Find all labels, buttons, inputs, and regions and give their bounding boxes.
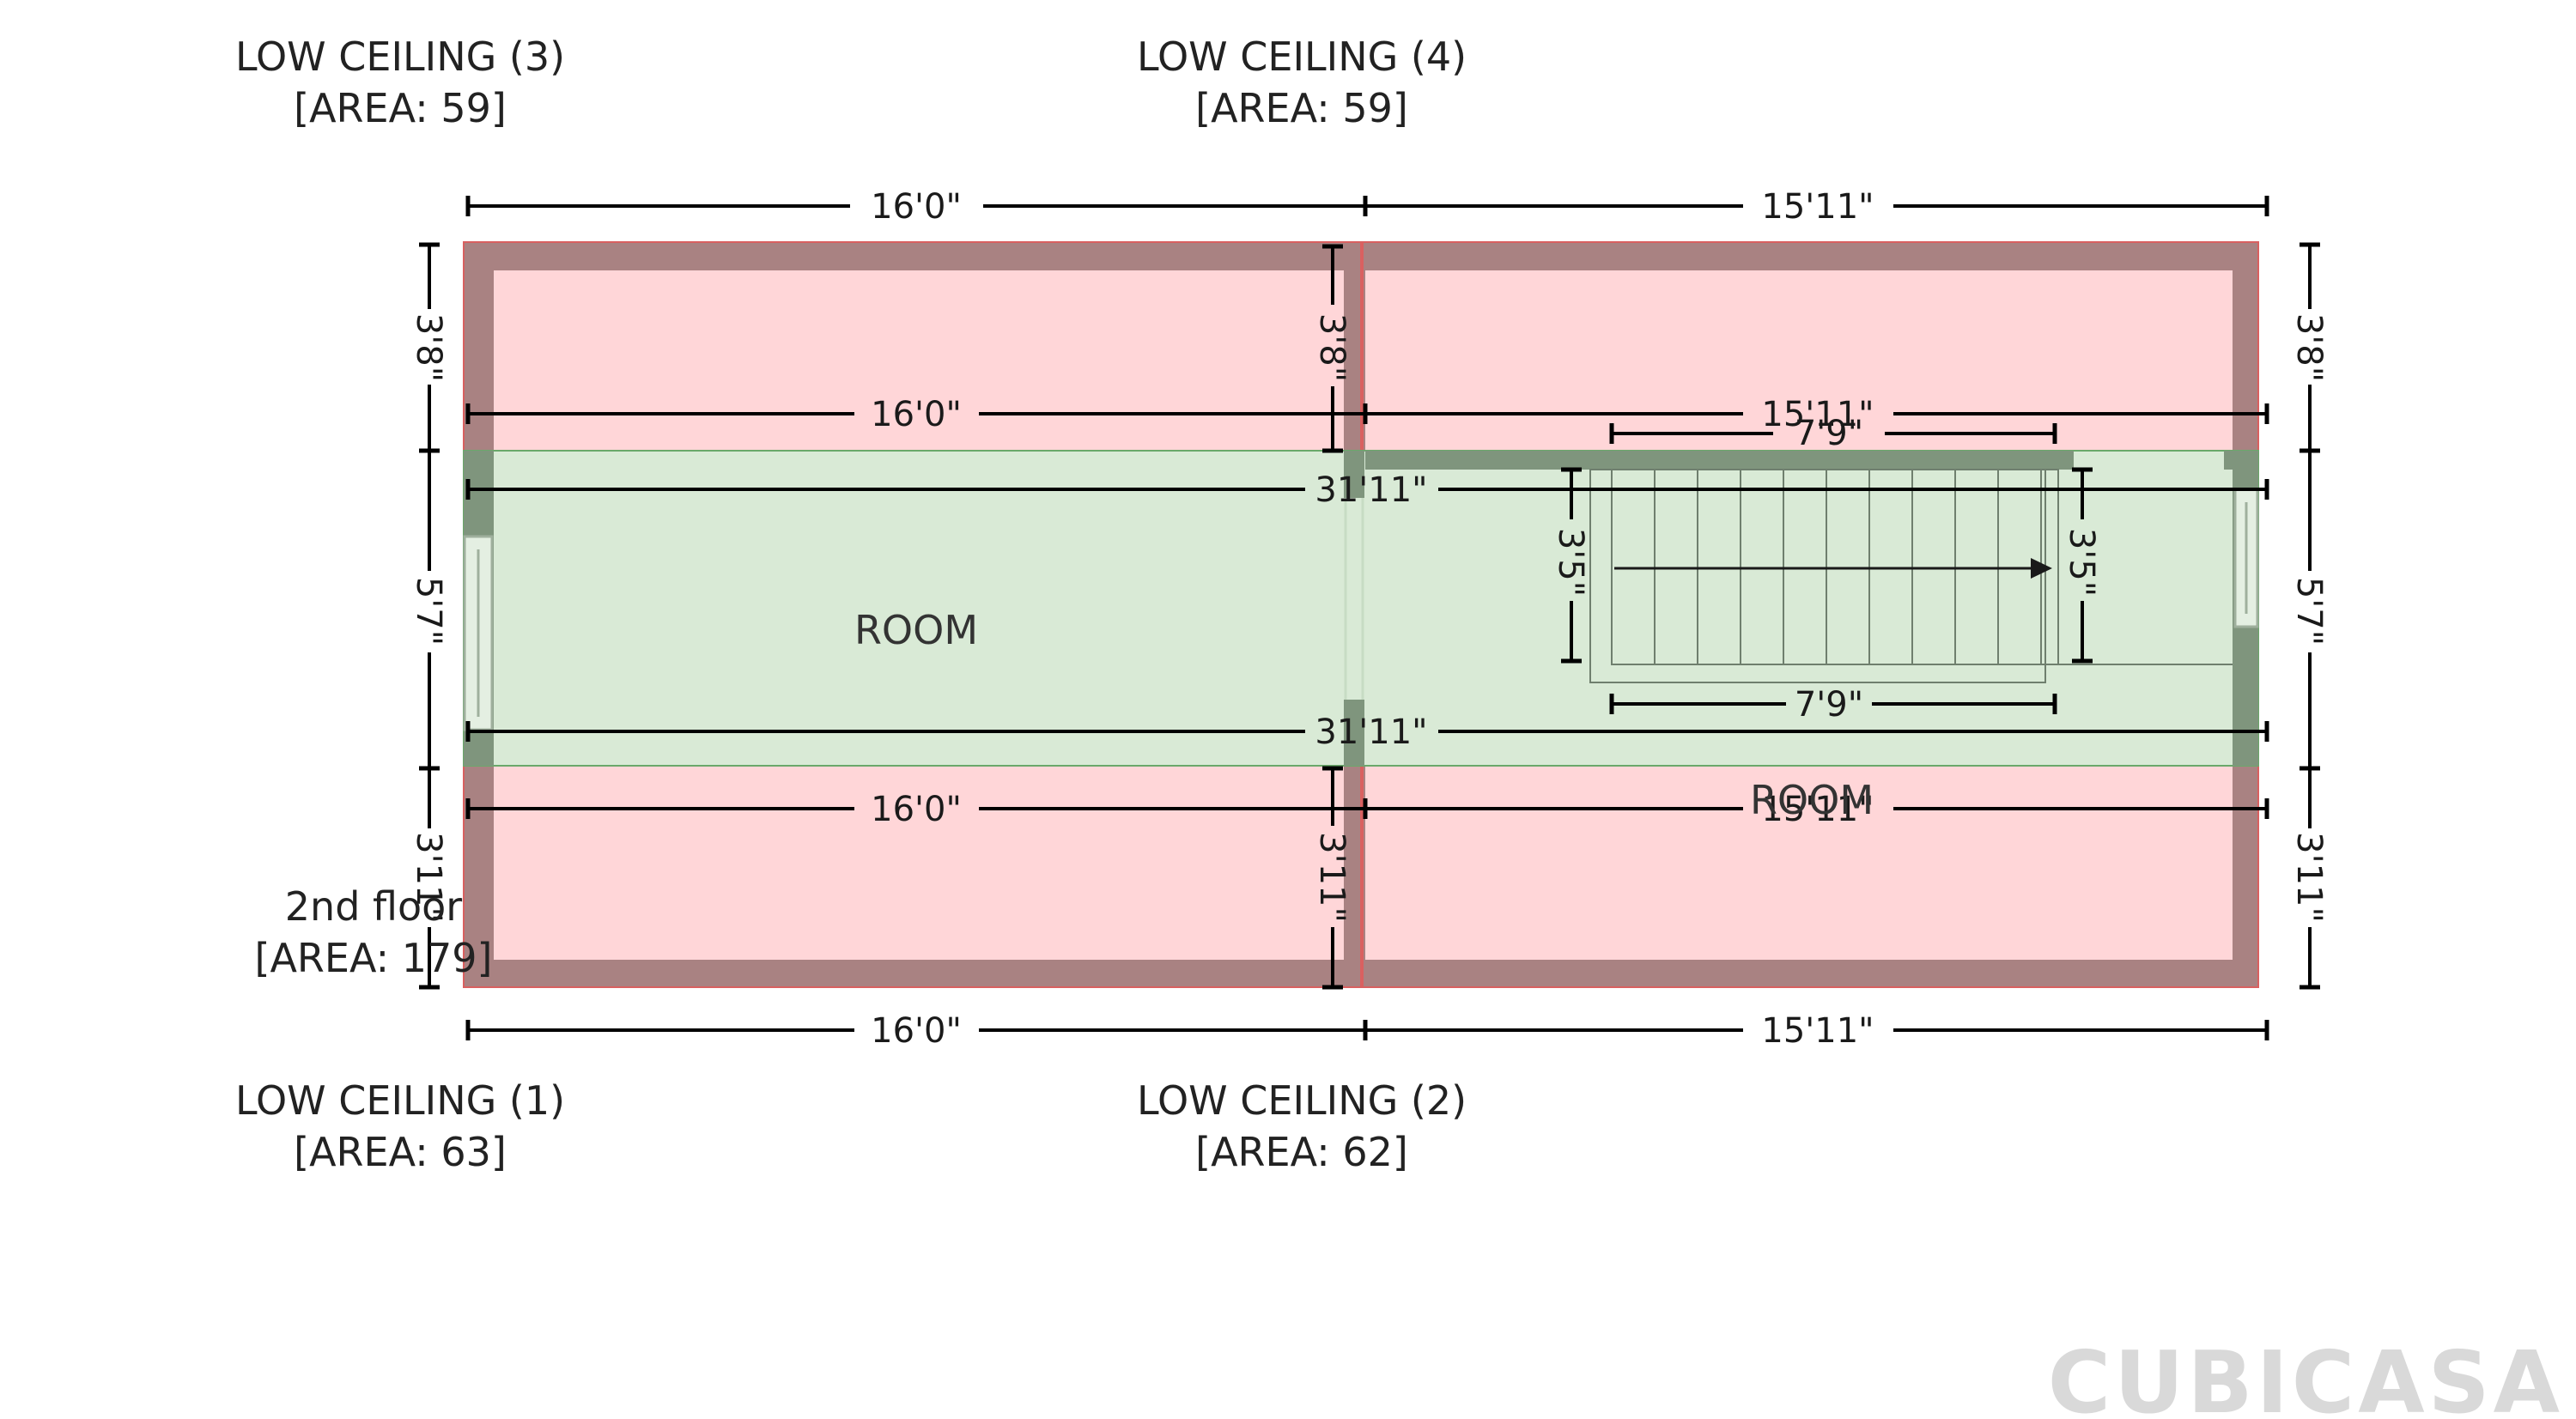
staircase <box>1589 469 2233 683</box>
dim-room-top-total: 31'11" <box>1315 470 1427 510</box>
low-ceiling-3-area-label: [AREA: 59] <box>294 85 507 131</box>
dim-top-left: 16'0" <box>871 187 962 227</box>
low-ceiling-1-inner <box>494 766 1344 960</box>
dim-stairs-left: 3'5" <box>1551 528 1590 597</box>
dim-bottom-right: 15'11" <box>1761 1011 1874 1051</box>
dim-left-upper: 3'8" <box>409 313 448 382</box>
dim-top-right: 15'11" <box>1761 187 1874 227</box>
low-ceiling-2-area-label: [AREA: 62] <box>1195 1129 1408 1175</box>
dim-stairs-right: 3'5" <box>2062 528 2101 597</box>
low-ceiling-zones <box>463 241 2259 988</box>
low-ceiling-4-area-label: [AREA: 59] <box>1195 85 1408 131</box>
low-ceiling-1-name: LOW CEILING (1) <box>235 1077 565 1124</box>
dim-left-middle: 5'7" <box>409 577 448 646</box>
dim-stairs-bottom: 7'9" <box>1795 685 1863 725</box>
dim-right-lower: 3'11" <box>2289 832 2329 923</box>
low-ceiling-4-inner <box>1365 270 2233 451</box>
stairs-outline <box>1611 469 2059 665</box>
dim-mid-upper-right: 15'11" <box>1761 395 1874 434</box>
dim-right-middle: 5'7" <box>2289 577 2329 646</box>
room-band <box>463 450 2259 767</box>
dim-right-upper: 3'8" <box>2289 313 2329 382</box>
stair-arrow-head <box>2031 558 2052 579</box>
dim-mid-lower-right: 15'11" <box>1761 790 1874 829</box>
dim-room-bottom-total: 31'11" <box>1315 713 1427 752</box>
low-ceiling-3-inner <box>494 270 1344 451</box>
room-secondary-label: ROOM <box>1750 777 1874 823</box>
dim-left-lower: 3'11" <box>409 832 448 923</box>
low-ceiling-2-name: LOW CEILING (2) <box>1137 1077 1467 1124</box>
horizontal-dimensions <box>465 196 2269 1040</box>
dim-mid-upper-left: 16'0" <box>871 395 962 434</box>
low-ceiling-3-name: LOW CEILING (3) <box>235 33 565 80</box>
room-main-label: ROOM <box>854 607 978 653</box>
stair-top-wall <box>1365 451 2074 470</box>
low-ceiling-4-name: LOW CEILING (4) <box>1137 33 1467 80</box>
floor-area: [AREA: 179] <box>255 935 493 981</box>
dimension-labels: 16'0" 15'11" 16'0" 15'11" 7'9" 31'11" 7'… <box>409 187 2329 1051</box>
center-wall-stub-top <box>1344 451 1364 498</box>
dim-center-lower: 3'11" <box>1312 832 1352 923</box>
room-labels: LOW CEILING (3) [AREA: 59] LOW CEILING (… <box>235 33 1874 1175</box>
low-ceiling-2-inner <box>1365 766 2233 960</box>
dim-bottom-left: 16'0" <box>871 1011 962 1051</box>
cubicasa-logo: CUBICASA <box>2048 1332 2563 1419</box>
right-wall-notch <box>2224 451 2258 470</box>
low-ceiling-1-area-label: [AREA: 63] <box>294 1129 507 1175</box>
floor-name: 2nd floor <box>285 883 463 930</box>
dim-stairs-top: 7'9" <box>1795 414 1863 453</box>
dim-center-upper: 3'8" <box>1312 313 1352 382</box>
vertical-dimensions <box>419 242 2320 990</box>
center-wall-stub-bottom <box>1344 700 1364 766</box>
dim-mid-lower-left: 16'0" <box>871 790 962 829</box>
